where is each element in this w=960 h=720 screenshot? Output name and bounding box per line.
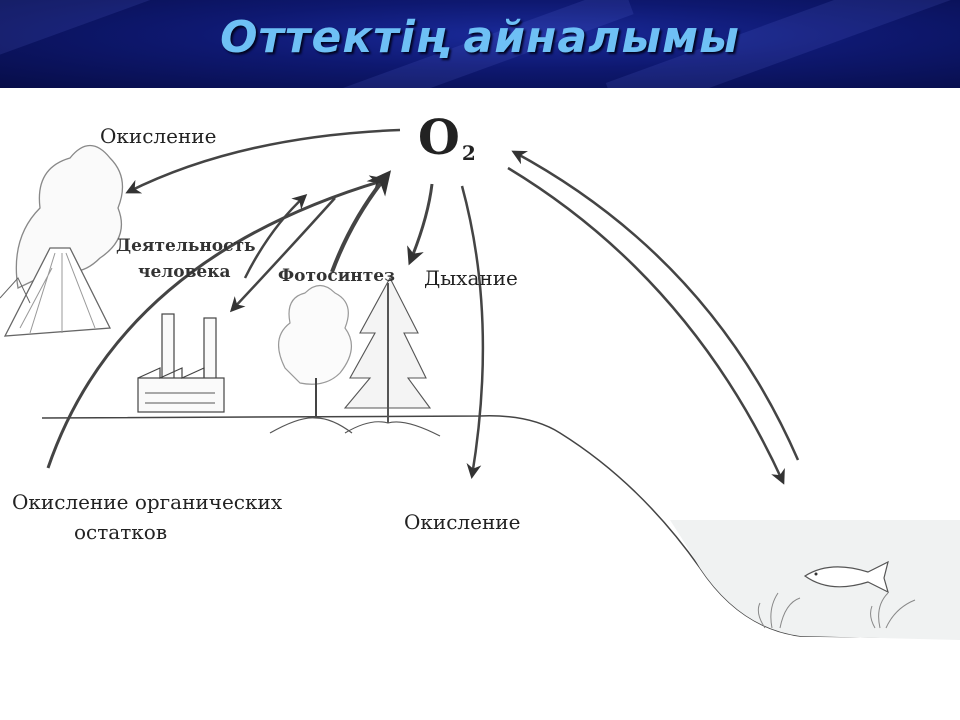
arrow-photosynthesis bbox=[330, 170, 392, 273]
arrow-organic-oxidation bbox=[46, 175, 389, 469]
arrow-o2-to-volcano bbox=[125, 128, 401, 194]
deciduous-tree-icon bbox=[269, 284, 353, 434]
arrow-human-down bbox=[229, 197, 336, 313]
factory-icon bbox=[137, 313, 225, 413]
label-organic-oxidation-line2: остатков bbox=[74, 520, 168, 544]
slide-title: Оттектің айналымы bbox=[220, 12, 740, 63]
arrow-oxidation-down bbox=[460, 185, 485, 479]
label-oxidation-top: Окисление bbox=[100, 124, 217, 148]
fish-icon bbox=[803, 560, 889, 594]
oxygen-cycle-diagram bbox=[0, 128, 960, 640]
arrow-respiration bbox=[407, 183, 434, 266]
label-respiration: Дыхание bbox=[424, 266, 518, 290]
volcano-icon bbox=[0, 144, 124, 337]
label-photosynthesis: Фотосинтез bbox=[278, 266, 395, 286]
fir-tree-icon bbox=[343, 276, 441, 437]
arrow-water-down bbox=[507, 166, 785, 485]
label-human-activity-line1: Деятельность bbox=[116, 236, 256, 256]
arrow-human-up bbox=[243, 193, 308, 279]
label-organic-oxidation-line1: Окисление органических bbox=[12, 490, 283, 514]
arrow-water-up bbox=[511, 150, 800, 461]
label-oxidation-bottom: Окисление bbox=[404, 510, 521, 534]
water-plants-icon bbox=[757, 592, 916, 629]
label-human-activity-line2: человека bbox=[138, 262, 231, 282]
slide-header: Оттектің айналымы bbox=[0, 0, 960, 88]
